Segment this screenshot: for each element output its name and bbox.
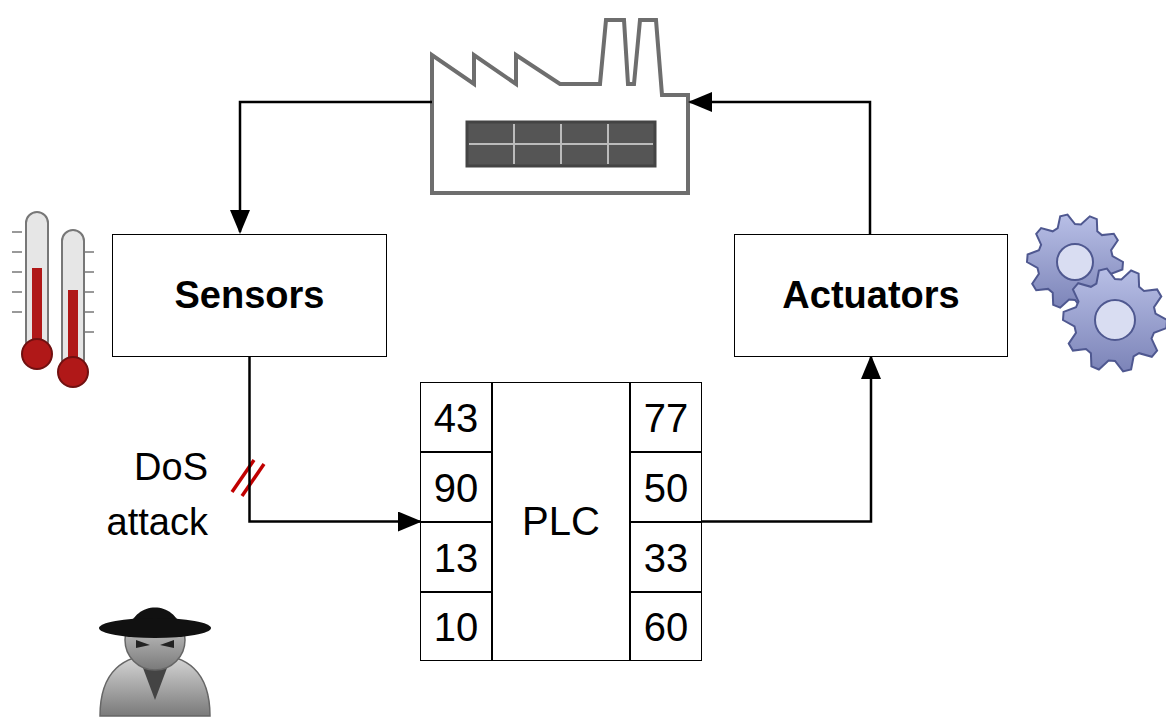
- table-cell: 43: [421, 384, 491, 451]
- table-cell: 10: [421, 594, 491, 660]
- attack-break-mark: [232, 460, 264, 496]
- factory-window-grid: [469, 124, 653, 164]
- thermometer-icon: [12, 212, 94, 387]
- plc-cell-grid: [420, 382, 702, 661]
- node-label: Actuators: [782, 274, 959, 317]
- gear-hub: [1057, 244, 1093, 280]
- process-box: Sensors: [112, 234, 387, 357]
- attack-label: DoS attack: [60, 440, 208, 550]
- process-box: Actuators: [734, 234, 1008, 357]
- table-cell: 60: [631, 594, 701, 660]
- signal-arrow: [250, 357, 421, 522]
- node-label: PLC: [522, 499, 600, 544]
- table-cell: 13: [421, 524, 491, 591]
- gear-hub: [1095, 300, 1135, 340]
- attacker-icon: [99, 608, 211, 717]
- factory-icon: [432, 20, 688, 193]
- table-cell: 90: [421, 454, 491, 521]
- actuators-to-plant-line: [690, 102, 870, 234]
- table-cell: 77: [631, 384, 701, 451]
- table-cell: 33: [631, 524, 701, 591]
- table-cell: 50: [631, 454, 701, 521]
- factory-outline: [432, 20, 688, 193]
- signal-arrow: [702, 357, 871, 522]
- factory-window: [467, 122, 655, 166]
- gear: [1063, 269, 1166, 372]
- plant-to-sensors-line: [240, 102, 432, 232]
- node-label: Sensors: [175, 274, 325, 317]
- gears-icon: [1027, 215, 1166, 372]
